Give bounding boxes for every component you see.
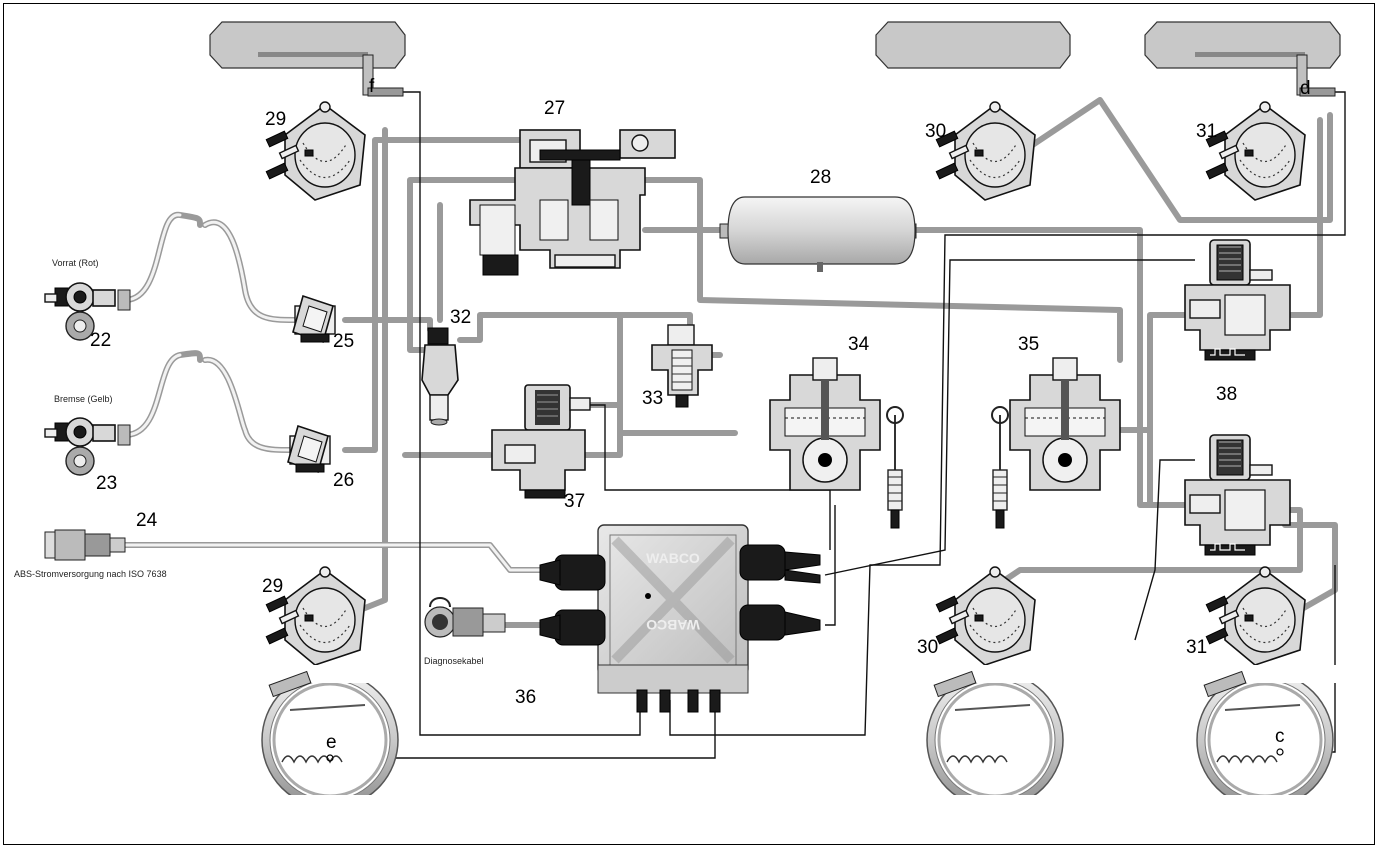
- label-30-lower: 30: [917, 637, 938, 658]
- label-27: 27: [544, 98, 565, 119]
- label-23: 23: [96, 473, 117, 494]
- brake-chamber-31-lower: [1205, 566, 1306, 666]
- caption-bremse: Bremse (Gelb): [54, 394, 113, 404]
- label-37: 37: [564, 491, 585, 512]
- mudguard-right: [1144, 21, 1341, 97]
- label-31-upper: 31: [1196, 121, 1217, 142]
- air-lines-highlight: [123, 213, 542, 572]
- label-36: 36: [515, 687, 536, 708]
- coupling-supply-outlet: [117, 289, 131, 311]
- label-26: 26: [333, 470, 354, 491]
- label-24: 24: [136, 510, 158, 531]
- diagnostic-connector: [424, 597, 506, 638]
- emergency-relay-valve: [469, 129, 676, 276]
- levelling-valve-left: [769, 357, 881, 491]
- levelling-valve-right: [1009, 357, 1121, 491]
- ecu-brand-top: WABCO: [646, 550, 700, 566]
- levelling-linkage-right: [991, 406, 1009, 529]
- label-35: 35: [1018, 334, 1039, 355]
- sensor-c-dot: [1276, 748, 1284, 756]
- label-e: e: [326, 732, 337, 753]
- brake-chamber-30-lower: [935, 566, 1036, 666]
- abs-power-plug: [44, 529, 126, 561]
- label-22: 22: [90, 330, 111, 351]
- mudguard-left: [209, 21, 406, 97]
- label-c: c: [1275, 726, 1285, 747]
- brake-chamber-30-upper: [935, 101, 1036, 201]
- label-33: 33: [642, 388, 663, 409]
- diagram-frame: [3, 3, 1375, 845]
- brake-chamber-31-upper: [1205, 101, 1306, 201]
- label-d: d: [1300, 78, 1311, 99]
- slack-adjuster-left: [268, 670, 312, 698]
- pressure-limiting-valve: [651, 324, 713, 408]
- levelling-linkage-left: [886, 406, 904, 529]
- slack-adjuster-middle: [933, 670, 977, 698]
- label-f: f: [369, 76, 375, 97]
- park-release-valve: [421, 327, 459, 426]
- line-filter-26: [287, 425, 331, 473]
- abs-relay-valve-37: [491, 384, 591, 499]
- caption-abs-power: ABS-Stromversorgung nach ISO 7638: [14, 569, 167, 579]
- coupling-head-control: [44, 417, 116, 476]
- abs-relay-valve-38-upper: [1184, 239, 1291, 361]
- mudguard-middle: [875, 21, 1071, 69]
- caption-vorrat: Vorrat (Rot): [52, 258, 99, 268]
- line-filter-25: [292, 295, 336, 343]
- coupling-control-outlet: [117, 424, 131, 446]
- label-38: 38: [1216, 384, 1237, 405]
- slack-adjuster-right: [1203, 670, 1247, 698]
- label-29-lower: 29: [262, 576, 283, 597]
- label-30-upper: 30: [925, 121, 946, 142]
- label-29-upper: 29: [265, 109, 286, 130]
- electric-wires: [330, 91, 1346, 759]
- ecu-brand-bottom: WABCO: [646, 617, 700, 633]
- abs-ecu: WABCO WABCO: [539, 524, 821, 713]
- abs-relay-valve-38-lower: [1184, 434, 1291, 556]
- caption-diagnose: Diagnosekabel: [424, 656, 484, 666]
- air-reservoir: [719, 196, 917, 272]
- label-31-lower: 31: [1186, 637, 1207, 658]
- label-25: 25: [333, 331, 354, 352]
- label-32: 32: [450, 307, 471, 328]
- label-28: 28: [810, 167, 831, 188]
- label-34: 34: [848, 334, 870, 355]
- sensor-e-dot: [326, 754, 334, 762]
